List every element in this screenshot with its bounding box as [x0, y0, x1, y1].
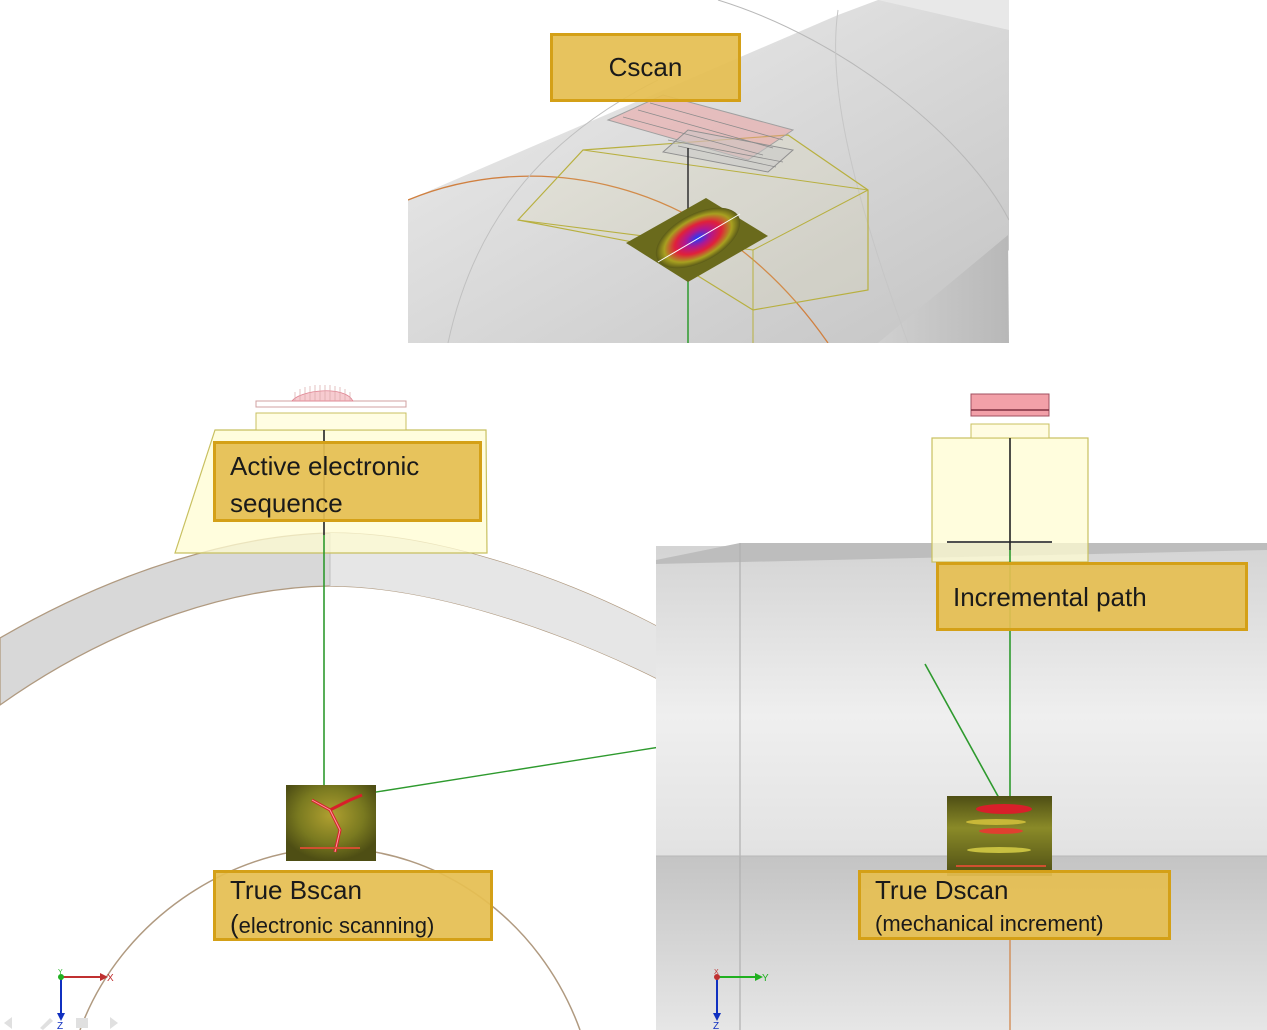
part-surface	[408, 0, 1009, 343]
active-label-line2: sequence	[230, 488, 343, 518]
bscan-label-line2-text: electronic scanning)	[238, 913, 435, 938]
dscan-defect-echo	[976, 804, 1032, 814]
pipe-wall-shade	[330, 532, 660, 680]
cscan-defect-line	[657, 213, 741, 263]
axis-triad-icon: Y Z X	[705, 965, 785, 1030]
dscan-echo	[979, 828, 1023, 834]
axis-y-label: Y	[762, 973, 769, 984]
axis-z-label: Z	[57, 1021, 63, 1030]
dscan-echo	[967, 847, 1031, 853]
bscan-label-line2: (electronic scanning)	[230, 907, 490, 943]
incremental-label-text: Incremental path	[953, 582, 1147, 612]
axis-x-label: X	[107, 973, 114, 984]
pen-icon[interactable]	[40, 1018, 53, 1030]
dscan-echo	[966, 819, 1026, 825]
active-sequence-profile	[291, 390, 354, 402]
axis-corner-label: X	[714, 969, 719, 976]
surface-curve	[447, 79, 659, 343]
axis-triad-icon: X Z Y	[50, 965, 130, 1030]
active-label-line1: Active electronic	[230, 451, 420, 481]
surface-curve	[835, 9, 909, 343]
connector-line	[369, 746, 660, 794]
probe-array	[606, 94, 795, 173]
surface-curve	[717, 0, 1009, 221]
cscan-scene	[408, 0, 1009, 343]
true-bscan-label: True Bscan (electronic scanning)	[213, 870, 493, 941]
probe-wedge-frame	[582, 149, 869, 191]
cscan-view-panel	[408, 0, 1009, 343]
dscan-label-line1: True Dscan	[875, 875, 1009, 905]
element-array	[970, 393, 1050, 417]
part-right-face	[878, 235, 1009, 343]
element-array	[255, 400, 407, 408]
bscan-label-paren: (	[230, 909, 239, 939]
active-electronic-sequence-label: Active electronic sequence	[213, 441, 482, 522]
nav-arrow-right-icon[interactable]	[110, 1017, 118, 1029]
incremental-path-label: Incremental path	[936, 562, 1248, 631]
nav-arrow-left-icon[interactable]	[4, 1017, 12, 1029]
dscan-label-line2: (mechanical increment)	[875, 911, 1104, 936]
probe-housing	[970, 423, 1050, 439]
bscan-crack-echo	[311, 799, 341, 853]
cscan-hotspot	[655, 207, 741, 269]
surface-curve	[408, 175, 829, 343]
axis-corner-label: Y	[58, 969, 63, 976]
menu-icon[interactable]	[76, 1018, 88, 1028]
axis-z-label: Z	[713, 1021, 719, 1030]
cscan-label: Cscan	[550, 33, 741, 102]
bscan-label-line1: True Bscan	[230, 875, 362, 905]
part-side-face	[878, 0, 1009, 30]
angled-beam	[924, 663, 1000, 799]
probe-housing	[255, 412, 407, 431]
element-array-ticks	[294, 385, 351, 401]
slideshow-nav-strip[interactable]	[0, 1014, 130, 1030]
probe-wedge-frame	[752, 189, 869, 251]
cscan-label-text: Cscan	[608, 52, 683, 82]
true-dscan-label: True Dscan (mechanical increment)	[858, 870, 1171, 940]
